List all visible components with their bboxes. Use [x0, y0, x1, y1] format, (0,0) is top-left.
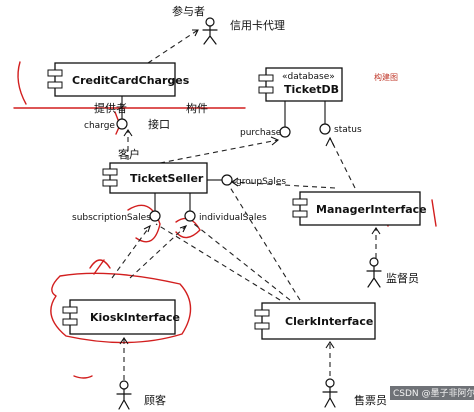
component-kioskinterface-label: KioskInterface — [90, 311, 180, 324]
component-tab-icon — [47, 81, 63, 89]
interface-individual-circle — [184, 210, 196, 222]
actor-body — [322, 386, 338, 408]
actor-customer: 顾客 — [116, 380, 166, 410]
interface-charge-circle — [116, 118, 128, 130]
actor-head — [205, 17, 215, 27]
dependency-manager-to-groupsales — [231, 181, 336, 189]
component-tab-icon — [258, 86, 274, 94]
interface-individualsales-label: individualSales — [199, 213, 267, 223]
annotation-component-diagram-label: 构建图 — [374, 72, 398, 82]
component-ticketseller: TicketSeller — [102, 162, 208, 194]
annotation-client-label: 客户 — [118, 147, 140, 161]
watermark-background — [390, 386, 474, 400]
component-kioskinterface: KioskInterface — [62, 299, 180, 335]
dependency-manager-to-status — [329, 137, 356, 189]
red-scribble-kiosk — [89, 259, 111, 275]
actor-body — [116, 388, 132, 410]
arrowhead-individual — [179, 225, 188, 233]
interface-lollipops — [116, 96, 331, 222]
dependency-kiosk-to-individual — [129, 225, 187, 279]
component-tab-icon — [254, 309, 270, 317]
arrowhead-subscription — [143, 224, 151, 233]
actor-participant: 参与者 — [172, 4, 218, 45]
component-tab-icon — [102, 179, 118, 187]
component-tab-icon — [292, 198, 308, 206]
arrowhead-credit — [192, 29, 199, 37]
component-ticketseller-label: TicketSeller — [130, 172, 204, 185]
dependency-clerk-to-individual — [193, 223, 291, 301]
watermark-text: CSDN @墨子非阿尔佩 — [393, 387, 474, 399]
annotation-interface-label: 接口 — [148, 118, 170, 131]
red-scribble-subscription — [127, 204, 161, 243]
actor-head — [325, 378, 335, 388]
interface-charge-label: charge — [84, 121, 115, 131]
interface-purchase-circle — [279, 126, 291, 138]
red-mark-bottom — [73, 375, 93, 379]
component-ticketdb-stereotype: «database» — [282, 72, 335, 82]
component-ticketdb: «database» TicketDB — [258, 67, 343, 102]
red-bar-right — [431, 199, 437, 227]
actor-body — [366, 265, 382, 288]
arrowhead-manager — [371, 227, 381, 235]
interface-status-circle — [319, 123, 331, 135]
interface-status-label: status — [334, 125, 362, 135]
actor-head — [119, 380, 129, 390]
interface-groupsales-circle — [221, 174, 233, 186]
red-circle-kiosk — [50, 272, 192, 344]
interface-subscription-circle — [149, 210, 161, 222]
component-tab-icon — [62, 306, 78, 314]
arrowhead-status — [325, 136, 335, 147]
annotation-credit-proxy-label: 信用卡代理 — [230, 19, 285, 32]
interface-purchase-label: purchase — [240, 128, 282, 138]
actor-supervisor: 监督员 — [366, 257, 419, 288]
actor-supervisor-label: 监督员 — [386, 271, 419, 285]
interface-groupsales-label: groupSales — [236, 177, 286, 187]
dependency-kiosk-to-subscription — [111, 225, 151, 279]
actor-body — [202, 25, 218, 45]
dependency-lines — [111, 29, 381, 380]
component-tab-icon — [258, 74, 274, 82]
component-tab-icon — [292, 210, 308, 218]
actor-participant-label: 参与者 — [172, 4, 205, 18]
arrowhead-kiosk — [119, 337, 129, 345]
component-managerinterface-label: ManagerInterface — [316, 203, 427, 216]
component-tab-icon — [102, 168, 118, 176]
actor-customer-label: 顾客 — [144, 393, 166, 407]
arrowhead-clerkinterface — [325, 341, 335, 349]
annotation-provider-label: 提供者 — [94, 101, 127, 115]
dependency-credit-to-participant — [147, 29, 199, 64]
arrowhead-purchase — [270, 136, 280, 146]
component-ticketdb-label: TicketDB — [284, 83, 339, 96]
component-creditcardcharges: CreditCardCharges — [47, 62, 190, 97]
actor-head — [369, 257, 379, 267]
red-scribble-individual — [175, 217, 201, 239]
annotation-component-label: 构件 — [186, 101, 208, 115]
red-annotation-marks — [13, 61, 437, 379]
dependency-clerk-to-subscription — [155, 223, 281, 301]
actor-clerk: 售票员 — [322, 378, 387, 408]
component-managerinterface: ManagerInterface — [292, 191, 427, 226]
arrowhead-charge — [123, 129, 133, 137]
interface-subscriptionsales-label: subscriptionSales — [72, 213, 151, 223]
component-clerkinterface-label: ClerkInterface — [285, 315, 373, 328]
component-tab-icon — [62, 318, 78, 326]
actor-clerk-label: 售票员 — [354, 393, 387, 407]
component-clerkinterface: ClerkInterface — [254, 302, 376, 340]
component-creditcardcharges-label: CreditCardCharges — [72, 74, 190, 87]
red-bracket-left — [17, 61, 27, 105]
dependency-seller-to-purchase — [159, 139, 279, 164]
dependency-clerk-to-groupsales — [227, 183, 301, 301]
component-tab-icon — [47, 69, 63, 77]
component-tab-icon — [254, 322, 270, 330]
